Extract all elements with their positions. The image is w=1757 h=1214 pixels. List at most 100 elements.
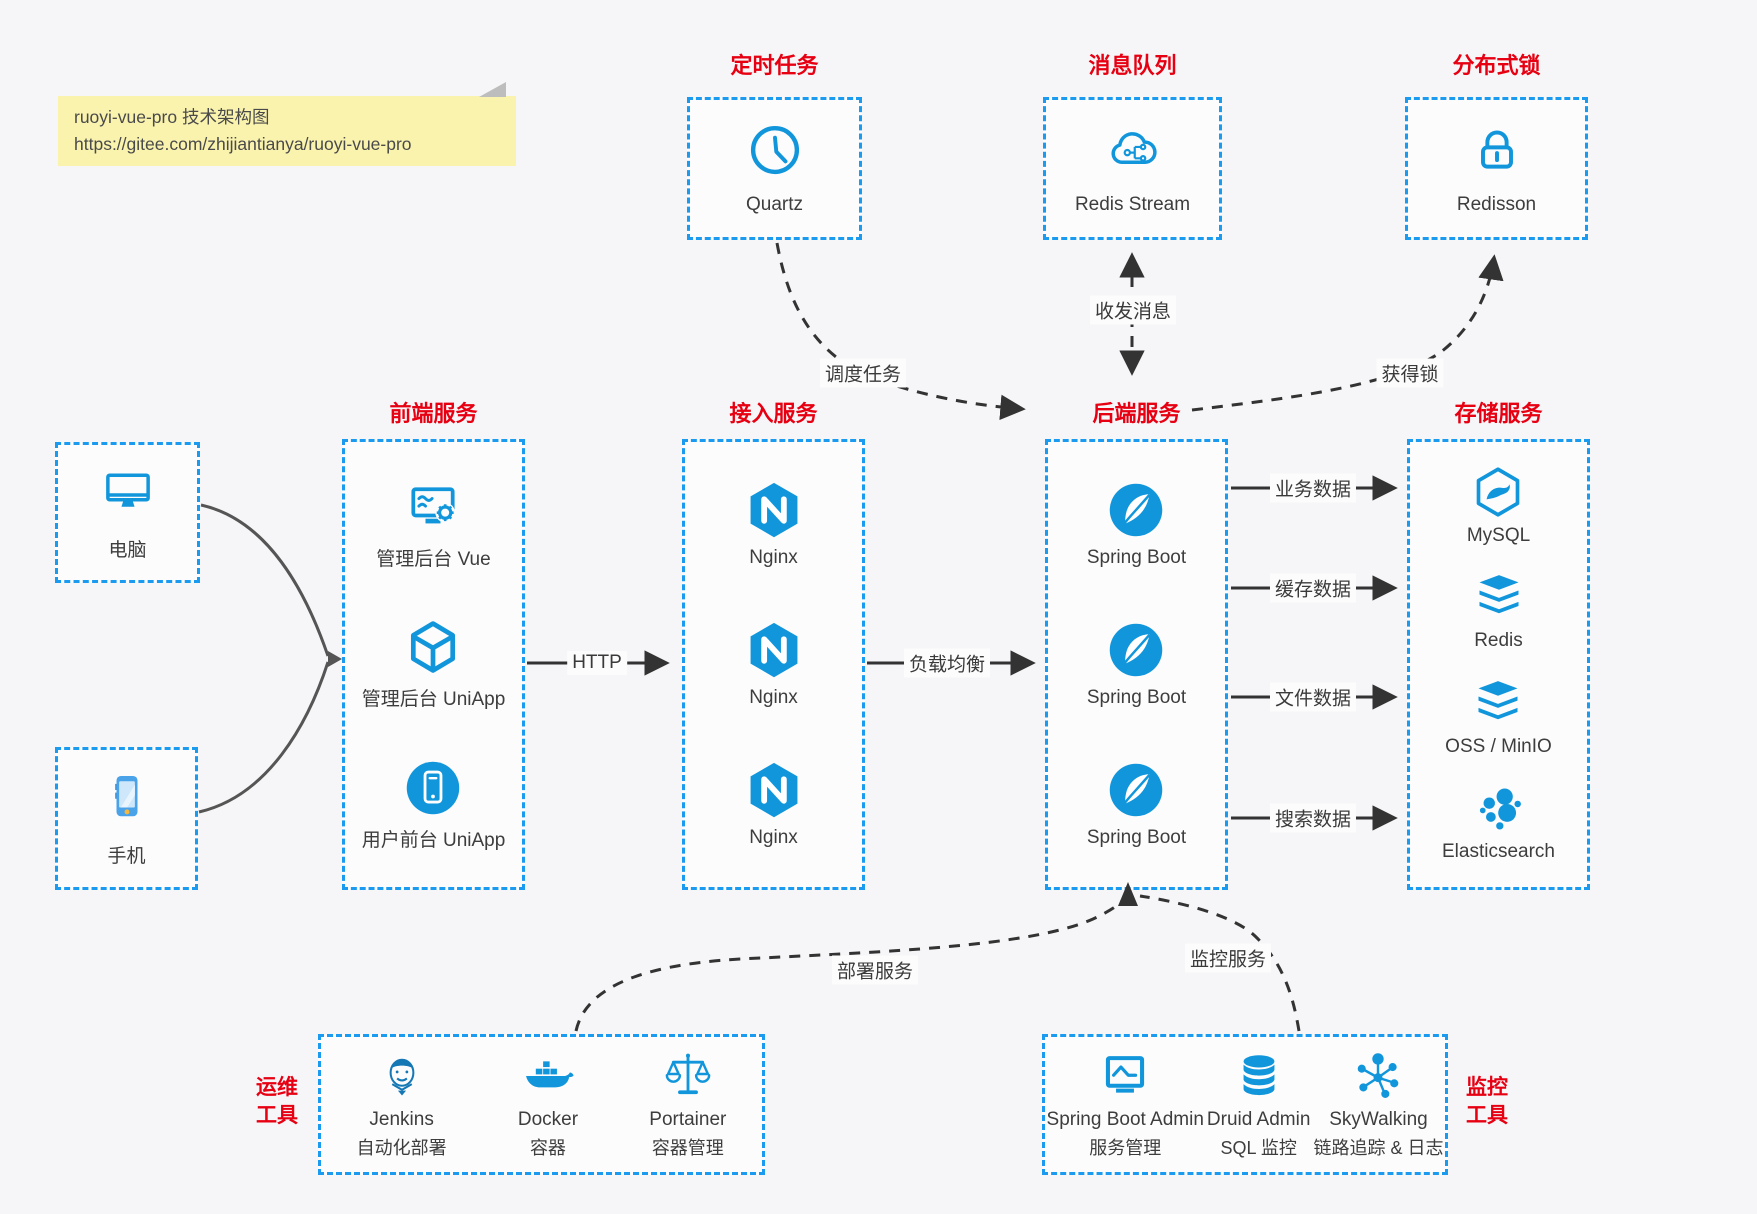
section-label-backend: 后端服务 <box>1092 401 1181 426</box>
frontend-item-label: 用户前台 UniApp <box>361 829 506 851</box>
redis-icon <box>1473 571 1525 623</box>
backend-item-label: Spring Boot <box>1086 827 1187 849</box>
storage-item-label: Redis <box>1474 630 1523 652</box>
storage-item-mysql: MySQL <box>1467 466 1530 547</box>
ops-tools-box: Jenkins 自动化部署 Docker 容器 <box>318 1034 765 1175</box>
section-label-frontend: 前端服务 <box>389 401 478 426</box>
ops-item-docker: Docker 容器 <box>518 1050 578 1160</box>
section-label-scheduled-task: 定时任务 <box>730 53 819 78</box>
note-url: https://gitee.com/zhijiantianya/ruoyi-vu… <box>74 134 412 154</box>
edge-label-acquire-lock: 获得锁 <box>1376 358 1444 388</box>
elasticsearch-icon <box>1473 782 1525 834</box>
gateway-item-nginx-1: Nginx <box>744 480 804 569</box>
section-label-storage: 存储服务 <box>1454 401 1543 426</box>
backend-item-spring-2: Spring Boot <box>1087 620 1186 709</box>
portainer-icon <box>662 1050 714 1102</box>
storage-box: MySQL Redis OSS / MinIO <box>1407 439 1590 890</box>
storage-item-label: Elasticsearch <box>1442 840 1555 862</box>
pc-client-label: 电脑 <box>108 540 147 561</box>
storage-item-label: MySQL <box>1466 525 1531 547</box>
druid-icon <box>1233 1050 1285 1102</box>
spring-boot-admin-icon <box>1099 1050 1151 1102</box>
pc-client-box: 电脑 <box>55 442 200 583</box>
spring-boot-icon <box>1106 620 1166 680</box>
backend-item-spring-1: Spring Boot <box>1087 480 1186 569</box>
clock-icon <box>747 122 803 178</box>
lock-icon <box>1469 122 1525 178</box>
frontend-item-admin-vue: 管理后台 Vue <box>376 477 491 571</box>
uniapp-cube-icon <box>403 617 463 677</box>
note-title: ruoyi-vue-pro 技术架构图 <box>74 107 270 127</box>
monitor-item-subtitle: SQL 监控 <box>1220 1137 1297 1158</box>
frontend-item-admin-uniapp: 管理后台 UniApp <box>361 617 506 711</box>
edge-label-messages: 收发消息 <box>1089 295 1177 325</box>
storage-item-redis: Redis <box>1473 571 1525 652</box>
frontend-item-label: 管理后台 Vue <box>376 549 491 571</box>
monitor-item-title: Druid Admin <box>1206 1108 1311 1130</box>
edge-label-business-data: 业务数据 <box>1269 473 1357 503</box>
redis-stream-label: Redis Stream <box>1074 193 1191 215</box>
section-label-message-queue: 消息队列 <box>1088 53 1177 78</box>
ops-item-title: Docker <box>517 1108 579 1130</box>
quartz-box: Quartz <box>687 97 862 240</box>
monitor-item-sba: Spring Boot Admin 服务管理 <box>1047 1050 1204 1160</box>
gateway-box: Nginx Nginx Nginx <box>682 439 865 890</box>
redisson-box: Redisson <box>1405 97 1588 240</box>
admin-vue-icon <box>403 477 463 537</box>
nginx-icon <box>744 620 804 680</box>
monitor-item-title: SkyWalking <box>1329 1108 1428 1130</box>
edge-label-file-data: 文件数据 <box>1269 682 1357 712</box>
gateway-item-label: Nginx <box>749 546 798 568</box>
gateway-item-nginx-2: Nginx <box>744 620 804 709</box>
ops-item-subtitle: 自动化部署 <box>356 1137 447 1158</box>
backend-box: Spring Boot Spring Boot Spring Boot <box>1045 439 1228 890</box>
monitor-tools-box: Spring Boot Admin 服务管理 Druid Admin SQL 监… <box>1042 1034 1448 1175</box>
gateway-item-nginx-3: Nginx <box>744 760 804 849</box>
mobile-client-box: 手机 <box>55 747 198 890</box>
mobile-client-label: 手机 <box>107 846 146 867</box>
ops-item-subtitle: 容器 <box>529 1137 566 1158</box>
monitor-item-subtitle: 服务管理 <box>1089 1137 1162 1158</box>
frontend-item-user-uniapp: 用户前台 UniApp <box>361 758 506 852</box>
user-app-icon <box>403 758 463 818</box>
edge-mobile-to-frontend <box>198 661 330 814</box>
ops-item-title: Portainer <box>649 1108 727 1130</box>
spring-boot-icon <box>1106 480 1166 540</box>
sticky-note: ruoyi-vue-pro 技术架构图 https://gitee.com/zh… <box>58 82 516 166</box>
redis-stream-box: Redis Stream <box>1043 97 1222 240</box>
storage-item-oss-minio: OSS / MinIO <box>1445 677 1552 758</box>
section-label-gateway: 接入服务 <box>729 401 818 426</box>
note-fold-corner <box>479 82 506 97</box>
ops-tools-label: 运维 工具 <box>256 1076 298 1127</box>
edge-clients-arrowhead <box>328 651 342 667</box>
monitor-item-title: Spring Boot Admin <box>1046 1108 1204 1130</box>
backend-item-spring-3: Spring Boot <box>1087 760 1186 849</box>
edge-label-search-data: 搜索数据 <box>1269 803 1357 833</box>
nginx-icon <box>744 760 804 820</box>
ops-item-jenkins: Jenkins 自动化部署 <box>357 1050 447 1160</box>
quartz-label: Quartz <box>745 193 804 215</box>
backend-item-label: Spring Boot <box>1086 686 1187 708</box>
cloud-message-icon <box>1105 122 1161 178</box>
oss-minio-icon <box>1472 677 1524 729</box>
redisson-label: Redisson <box>1456 193 1537 215</box>
storage-item-label: OSS / MinIO <box>1445 735 1552 757</box>
frontend-item-label: 管理后台 UniApp <box>361 689 506 711</box>
edge-label-load-balance: 负载均衡 <box>903 648 991 678</box>
monitor-item-subtitle: 链路追踪 & 日志 <box>1313 1137 1444 1158</box>
mysql-icon <box>1472 466 1524 518</box>
nginx-icon <box>744 480 804 540</box>
frontend-box: 管理后台 Vue 管理后台 UniApp 用户前台 UniApp <box>342 439 525 890</box>
edge-label-cache-data: 缓存数据 <box>1269 573 1357 603</box>
ops-item-subtitle: 容器管理 <box>651 1137 724 1158</box>
smartphone-icon <box>99 769 155 825</box>
edge-label-deploy: 部署服务 <box>831 955 919 985</box>
monitor-item-druid: Druid Admin SQL 监控 <box>1206 1050 1311 1160</box>
ops-item-title: Jenkins <box>369 1108 434 1130</box>
edge-pc-to-frontend <box>200 503 330 657</box>
ops-item-portainer: Portainer 容器管理 <box>649 1050 726 1160</box>
desktop-icon <box>100 463 156 519</box>
docker-icon <box>522 1050 574 1102</box>
storage-item-elasticsearch: Elasticsearch <box>1442 782 1555 863</box>
monitor-tools-label: 监控 工具 <box>1466 1076 1508 1127</box>
